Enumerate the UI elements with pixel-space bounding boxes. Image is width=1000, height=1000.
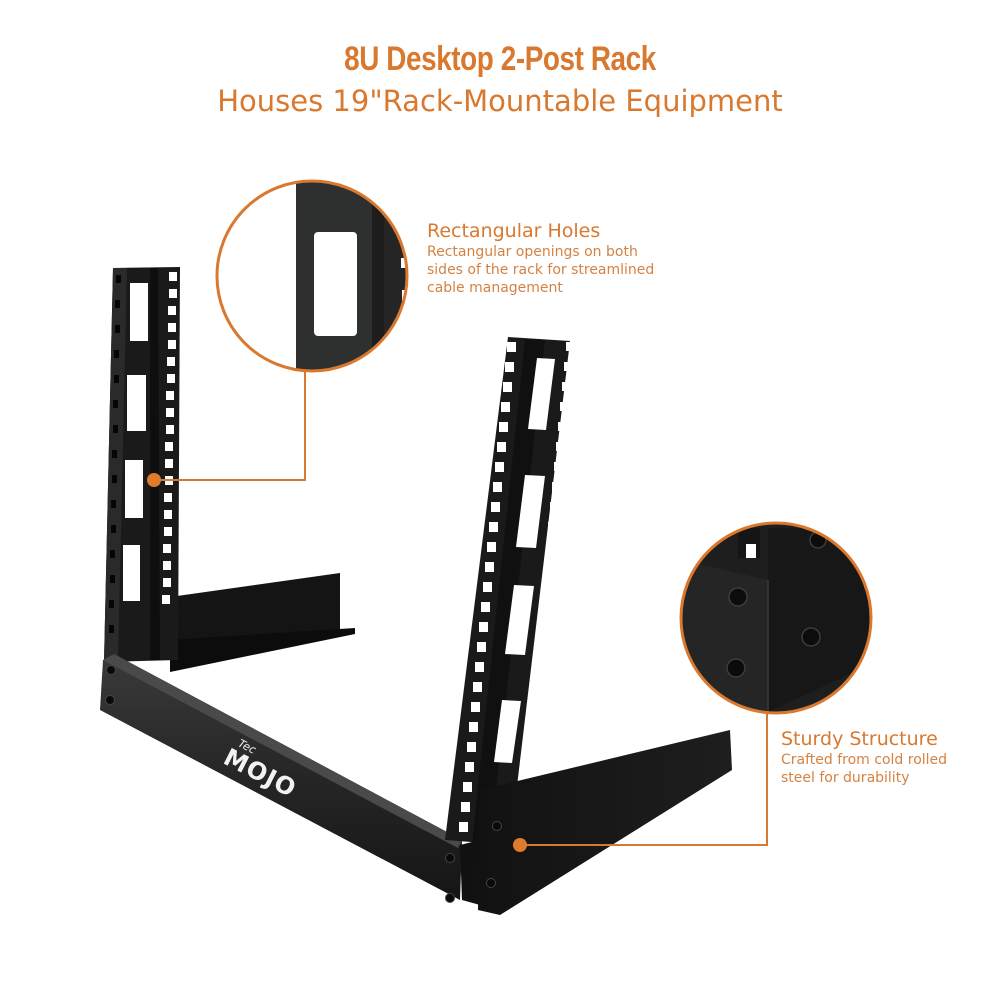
front-base-bar [100, 654, 480, 905]
marker-dot-structure [513, 838, 527, 852]
marker-dot-holes [147, 473, 161, 487]
right-post [445, 337, 572, 845]
detail-circle-structure [679, 521, 873, 715]
detail-circle-holes [215, 179, 409, 373]
left-post [104, 267, 180, 662]
callout-description-line: Crafted from cold rolled [781, 752, 948, 768]
callout-sturdy-structure: Sturdy Structure Crafted from cold rolle… [781, 727, 981, 787]
callout-heading: Rectangular Holes [427, 220, 601, 242]
callout-description-line: cable management [427, 280, 563, 296]
page-subtitle: Houses 19"Rack-Mountable Equipment [217, 84, 783, 118]
page-title: 8U Desktop 2-Post Rack [344, 40, 656, 78]
leader-line-structure [520, 713, 768, 846]
callout-description-line: steel for durability [781, 770, 910, 786]
callout-description-line: Rectangular openings on both [427, 244, 638, 260]
callout-rectangular-holes: Rectangular Holes Rectangular openings o… [427, 219, 697, 297]
right-foot-bracket [478, 730, 732, 915]
rear-foot-bracket [170, 573, 355, 672]
callout-heading: Sturdy Structure [781, 728, 938, 750]
callout-description-line: sides of the rack for streamlined [427, 262, 655, 278]
leader-line-holes [154, 371, 306, 481]
